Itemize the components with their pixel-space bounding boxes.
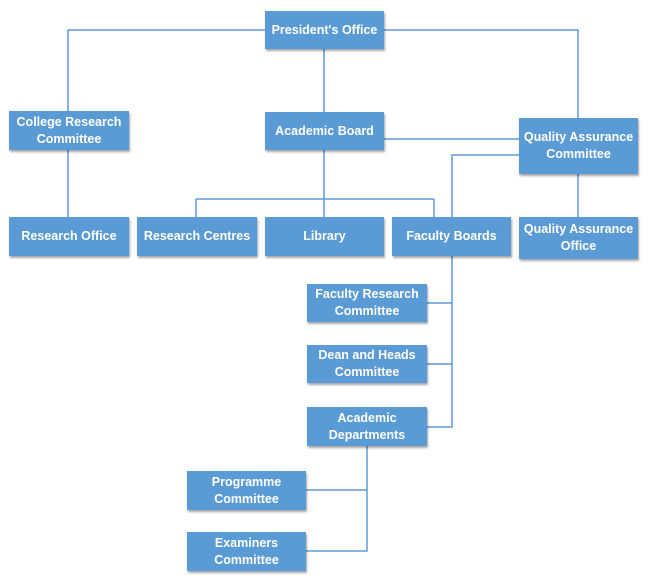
quality-assurance-office-box: Quality Assurance Office xyxy=(519,217,638,259)
connector-fb-spine xyxy=(427,256,453,428)
connector-qac-fb xyxy=(451,154,519,217)
connector-president-qac xyxy=(384,29,579,118)
academic-board-box: Academic Board xyxy=(265,112,384,150)
academic-departments-box: Academic Departments xyxy=(307,407,427,446)
research-centres-box: Research Centres xyxy=(137,217,257,256)
faculty-research-committee-box: Faculty Research Committee xyxy=(307,284,427,322)
college-research-committee-box: College Research Committee xyxy=(9,111,129,150)
library-box: Library xyxy=(265,217,384,256)
programme-committee-box: Programme Committee xyxy=(187,471,306,510)
examiners-committee-box: Examiners Committee xyxy=(187,532,306,571)
connector-president-crc xyxy=(67,29,265,111)
research-office-box: Research Office xyxy=(9,217,129,256)
quality-assurance-committee-box: Quality Assurance Committee xyxy=(519,118,638,174)
faculty-boards-box: Faculty Boards xyxy=(392,217,511,256)
dean-and-heads-committee-box: Dean and Heads Committee xyxy=(307,345,427,383)
presidents-office-box: President's Office xyxy=(265,11,384,49)
connector-ad-spine xyxy=(306,446,368,552)
